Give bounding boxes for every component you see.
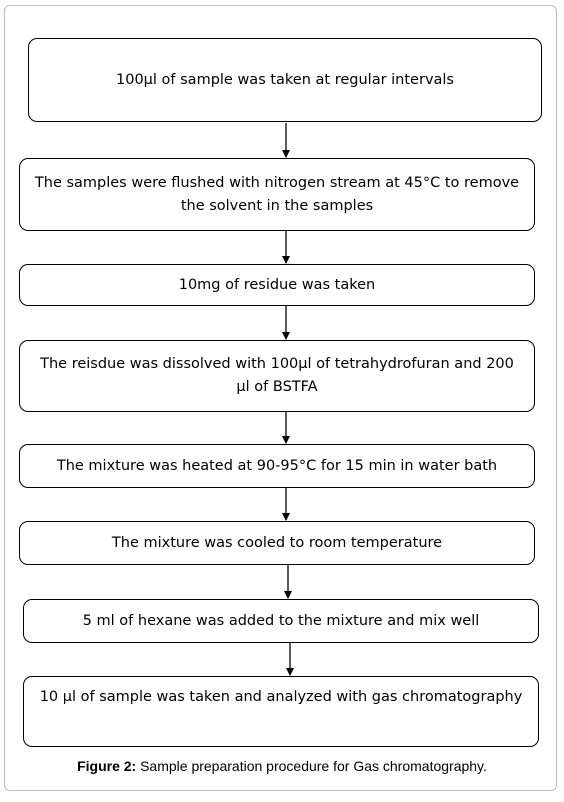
figure-caption-text: Sample preparation procedure for Gas chr… — [136, 758, 487, 774]
flow-step-4-text: The reisdue was dissolved with 100µl of … — [40, 356, 514, 395]
flow-step-5: The mixture was heated at 90-95°C for 15… — [19, 444, 535, 488]
flow-step-1: 100µl of sample was taken at regular int… — [28, 38, 542, 122]
flow-step-1-text: 100µl of sample was taken at regular int… — [116, 71, 454, 88]
figure-caption-label: Figure 2: — [77, 758, 137, 774]
figure-caption: Figure 2: Sample preparation procedure f… — [0, 758, 564, 774]
flow-step-5-text: The mixture was heated at 90-95°C for 15… — [56, 457, 498, 474]
flow-step-3: 10mg of residue was taken — [19, 264, 535, 306]
flow-step-7-text: 5 ml of hexane was added to the mixture … — [82, 612, 480, 629]
flow-step-6-text: The mixture was cooled to room temperatu… — [111, 534, 443, 551]
flow-step-2: The samples were flushed with nitrogen s… — [19, 158, 535, 231]
flow-step-7: 5 ml of hexane was added to the mixture … — [23, 599, 539, 643]
flow-step-3-text: 10mg of residue was taken — [178, 276, 376, 293]
flow-step-8: 10 µl of sample was taken and analyzed w… — [23, 676, 539, 747]
figure-frame — [4, 5, 557, 791]
flow-step-2-text: The samples were flushed with nitrogen s… — [34, 174, 520, 214]
flow-step-4: The reisdue was dissolved with 100µl of … — [19, 340, 535, 412]
flow-step-6: The mixture was cooled to room temperatu… — [19, 521, 535, 565]
flow-step-8-text: 10 µl of sample was taken and analyzed w… — [39, 689, 523, 705]
